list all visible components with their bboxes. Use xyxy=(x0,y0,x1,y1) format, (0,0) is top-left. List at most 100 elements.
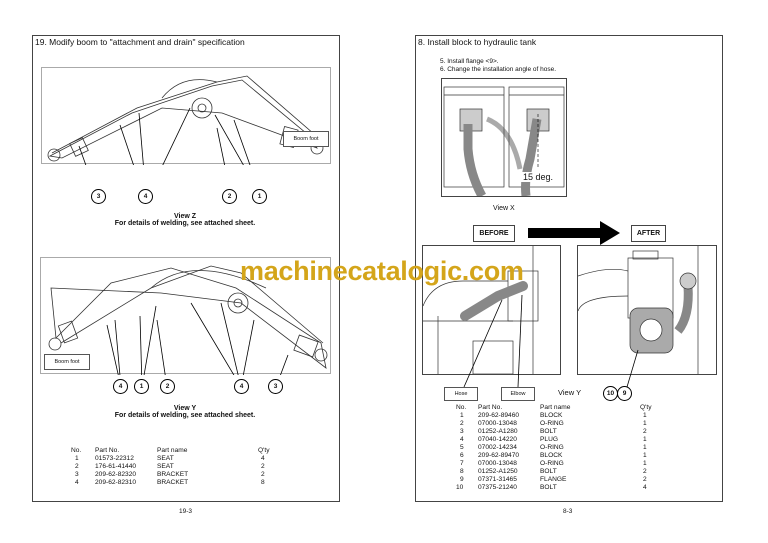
quantity: 1 xyxy=(643,436,647,443)
row-number: 4 xyxy=(75,479,79,486)
row-number: 1 xyxy=(75,455,79,462)
view-y-label: View Y xyxy=(558,388,582,397)
row-number: 7 xyxy=(460,460,464,467)
quantity: 1 xyxy=(643,412,647,419)
row-number: 2 xyxy=(75,463,79,470)
after-photo xyxy=(577,245,717,375)
part-name: SEAT xyxy=(157,455,174,462)
view-x-caption: View X xyxy=(493,205,515,212)
callout-1: 1 xyxy=(134,379,149,394)
part-name: SEAT xyxy=(157,463,174,470)
hydraulic-tank-illustration xyxy=(443,86,565,199)
part-name: O-RING xyxy=(540,460,564,467)
callout-2: 2 xyxy=(222,189,237,204)
part-name: BLOCK xyxy=(540,412,563,419)
after-label: AFTER xyxy=(631,225,666,242)
part-number: 209-62-89460 xyxy=(478,412,520,419)
part-number: 07000-13048 xyxy=(478,460,517,467)
table-row: 7 07000-13048 O-RING 1 xyxy=(456,460,652,468)
elbow-label: Elbow xyxy=(501,387,535,401)
part-number: 01252-A1280 xyxy=(478,428,518,435)
quantity: 2 xyxy=(261,463,265,470)
part-name: O-RING xyxy=(540,444,564,451)
part-name: BRACKET xyxy=(157,479,189,486)
quantity: 1 xyxy=(643,452,647,459)
row-number: 9 xyxy=(460,476,464,483)
view-z-caption: View Z For details of welding, see attac… xyxy=(114,213,256,227)
table-row: 4 209-62-82310 BRACKET 8 xyxy=(71,479,270,487)
row-number: 3 xyxy=(75,471,79,478)
page-number: 8-3 xyxy=(563,508,573,515)
arrow-right-icon xyxy=(528,221,620,245)
part-name: BOLT xyxy=(540,468,557,475)
before-label: BEFORE xyxy=(473,225,515,242)
part-number: 176-61-41440 xyxy=(95,463,137,470)
row-number: 2 xyxy=(460,420,464,427)
part-number: 07002-14234 xyxy=(478,444,517,451)
hose-label: Hose xyxy=(444,387,478,401)
row-number: 6 xyxy=(460,452,464,459)
quantity: 4 xyxy=(643,484,647,491)
part-number: 01573-22312 xyxy=(95,455,134,462)
boom-foot-label: Boom foot xyxy=(283,131,329,147)
left-page-frame: 19. Modify boom to "attachment and drain… xyxy=(32,35,340,502)
section-title: 19. Modify boom to "attachment and drain… xyxy=(35,37,245,47)
table-row: 2 07000-13048 O-RING 1 xyxy=(456,420,652,428)
callout-3: 3 xyxy=(91,189,106,204)
quantity: 2 xyxy=(643,476,647,483)
part-name: BRACKET xyxy=(157,471,189,478)
before-photo xyxy=(422,245,561,375)
boom-illustration xyxy=(47,75,324,197)
after-block-illustration xyxy=(577,246,699,374)
part-number: 07040-14220 xyxy=(478,436,517,443)
table-header: No. Part No. Part name Q'ty xyxy=(456,404,652,411)
callout-4: 4 xyxy=(138,189,153,204)
quantity: 1 xyxy=(643,420,647,427)
boom-drawing-view-z: Boom foot xyxy=(41,67,331,197)
part-number: 01252-A1250 xyxy=(478,468,518,475)
watermark: machinecatalogic.com xyxy=(240,256,524,286)
angle-label: 15 deg. xyxy=(521,172,556,182)
part-number: 07371-31465 xyxy=(478,476,517,483)
part-number: 07375-21240 xyxy=(478,484,517,491)
part-name: O-RING xyxy=(540,420,564,427)
part-name: PLUG xyxy=(540,436,558,443)
quantity: 8 xyxy=(261,479,265,486)
quantity: 2 xyxy=(643,428,647,435)
quantity: 2 xyxy=(643,468,647,475)
quantity: 1 xyxy=(643,460,647,467)
table-row: 2 176-61-41440 SEAT 2 xyxy=(71,463,270,471)
table-row: 10 07375-21240 BOLT 4 xyxy=(456,484,652,492)
before-hose-illustration xyxy=(422,246,539,375)
callout-1: 1 xyxy=(252,189,267,204)
section-title: 8. Install block to hydraulic tank xyxy=(418,37,537,47)
callout-10: 10 xyxy=(603,386,618,401)
view-y-caption: View Y For details of welding, see attac… xyxy=(114,405,256,419)
table-row: 3 01252-A1280 BOLT 2 xyxy=(456,428,652,436)
callout-2: 2 xyxy=(160,379,175,394)
part-name: BLOCK xyxy=(540,452,563,459)
part-number: 07000-13048 xyxy=(478,420,517,427)
table-header: No. Part No. Part name Q'ty xyxy=(71,447,270,454)
view-x-drawing: 15 deg. xyxy=(441,78,567,199)
leader-lines xyxy=(463,294,639,388)
callout-4: 4 xyxy=(234,379,249,394)
part-name: BOLT xyxy=(540,484,557,491)
boom-drawing-view-y: Boom foot xyxy=(40,257,331,388)
boom-foot-label: Boom foot xyxy=(44,354,90,370)
part-name: BOLT xyxy=(540,428,557,435)
part-number: 209-62-82310 xyxy=(95,479,137,486)
parts-table-right: No. Part No. Part name Q'ty 1 209-62-8946… xyxy=(456,404,652,492)
part-number: 209-62-82320 xyxy=(95,471,137,478)
row-number: 3 xyxy=(460,428,464,435)
row-number: 10 xyxy=(456,484,464,491)
callout-4: 4 xyxy=(113,379,128,394)
page-number: 19-3 xyxy=(179,508,193,515)
